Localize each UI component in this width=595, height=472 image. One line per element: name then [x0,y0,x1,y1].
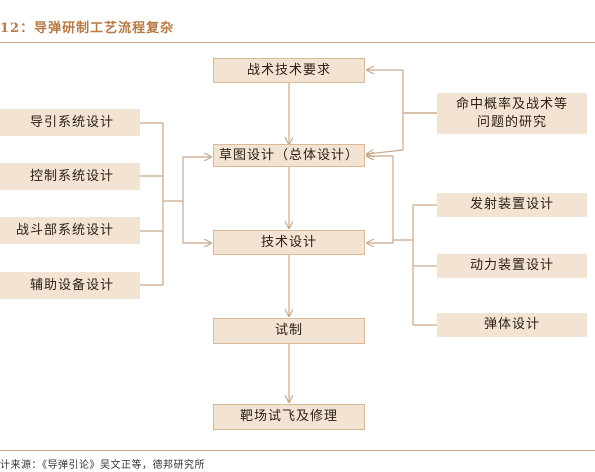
technical-design-box: 技术设计 [213,230,365,255]
trial-production-box: 试制 [213,318,365,344]
bottom-divider [0,450,595,451]
warhead-system-box: 战斗部系统设计 [0,217,140,244]
guidance-system-box: 导引系统设计 [0,109,140,136]
range-test-box: 靶场试飞及修理 [213,404,365,430]
missile-body-design-box: 弹体设计 [437,313,587,337]
launcher-design-box: 发射装置设计 [437,193,587,217]
figure-title: 12：导弹研制工艺流程复杂 [0,21,175,36]
propulsion-design-box: 动力装置设计 [437,254,587,278]
top-divider [0,42,595,43]
tactics-requirements-box: 战术技术要求 [213,58,365,83]
auxiliary-equipment-box: 辅助设备设计 [0,272,140,299]
control-system-box: 控制系统设计 [0,163,140,190]
sketch-design-box: 草图设计（总体设计） [213,144,365,167]
hit-probability-research-box: 命中概率及战术等问题的研究 [437,93,587,134]
source-note: 计来源：《导弹引论》吴文正等，德邦研究所 [0,460,205,471]
